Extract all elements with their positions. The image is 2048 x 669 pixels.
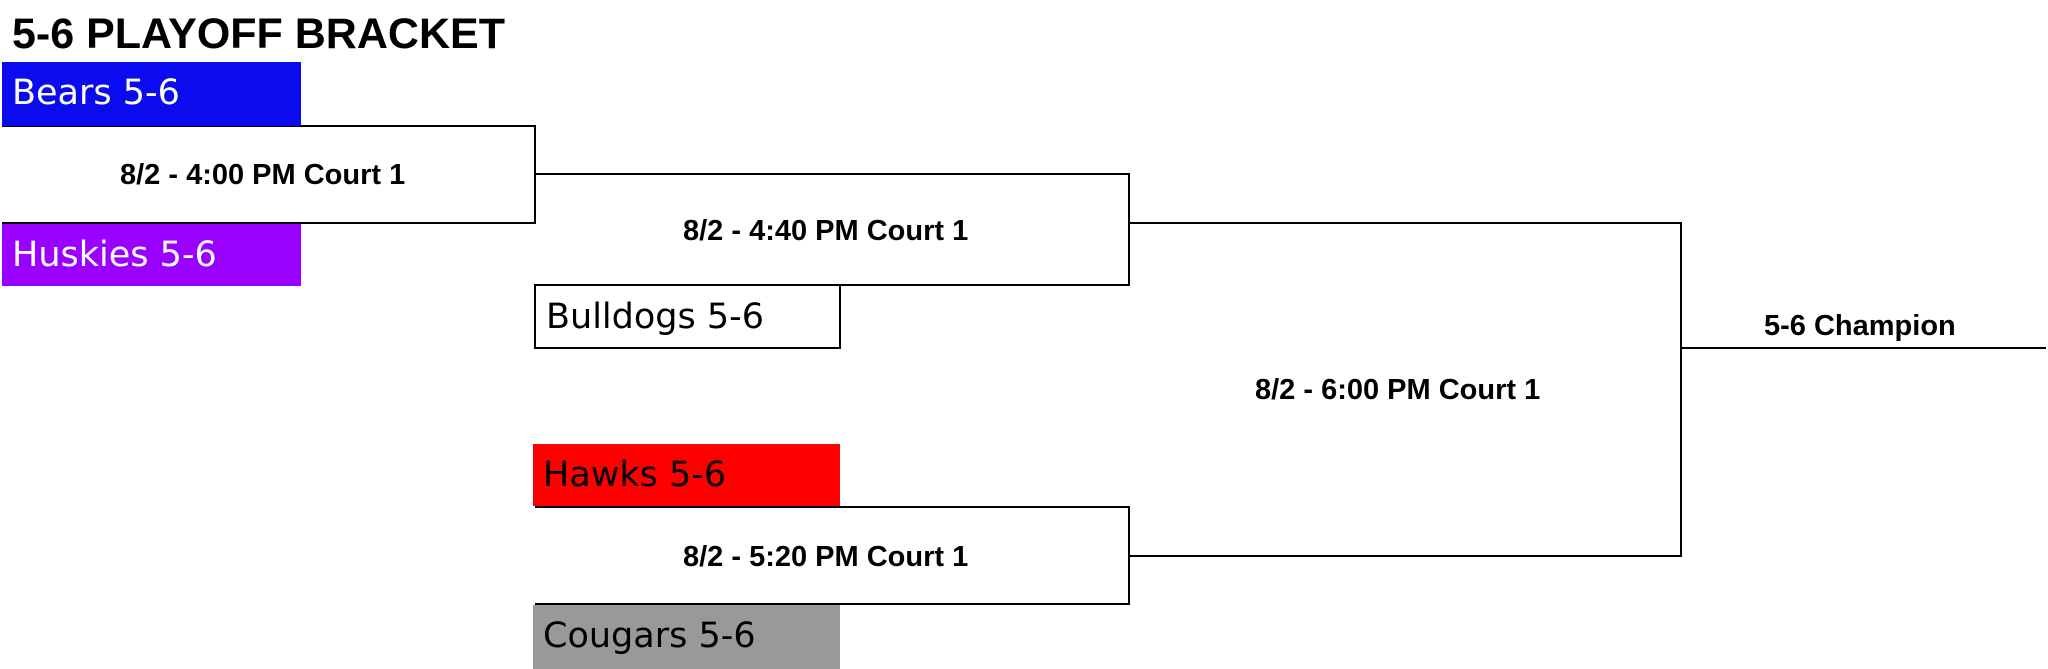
bracket-title: 5-6 PLAYOFF BRACKET [12, 10, 505, 58]
team-bulldogs: Bulldogs 5-6 [536, 286, 839, 347]
team-cougars-label: Cougars 5-6 [543, 616, 756, 656]
team-bears-label: Bears 5-6 [12, 73, 180, 113]
match-round1-label: 8/2 - 4:00 PM Court 1 [120, 159, 406, 191]
team-bears: Bears 5-6 [2, 62, 301, 126]
final-connector [1129, 222, 1682, 557]
match-semi2-label: 8/2 - 5:20 PM Court 1 [683, 541, 969, 573]
team-huskies-label: Huskies 5-6 [12, 235, 217, 275]
team-cougars: Cougars 5-6 [533, 605, 840, 669]
team-hawks-label: Hawks 5-6 [543, 455, 727, 495]
match-final-label: 8/2 - 6:00 PM Court 1 [1255, 374, 1541, 406]
team-bulldogs-label: Bulldogs 5-6 [546, 297, 765, 337]
team-huskies: Huskies 5-6 [2, 224, 301, 286]
team-hawks: Hawks 5-6 [533, 444, 840, 506]
champion-label: 5-6 Champion [1764, 310, 1956, 342]
match-semi1-label: 8/2 - 4:40 PM Court 1 [683, 215, 969, 247]
bulldogs-box-outline [534, 284, 841, 349]
